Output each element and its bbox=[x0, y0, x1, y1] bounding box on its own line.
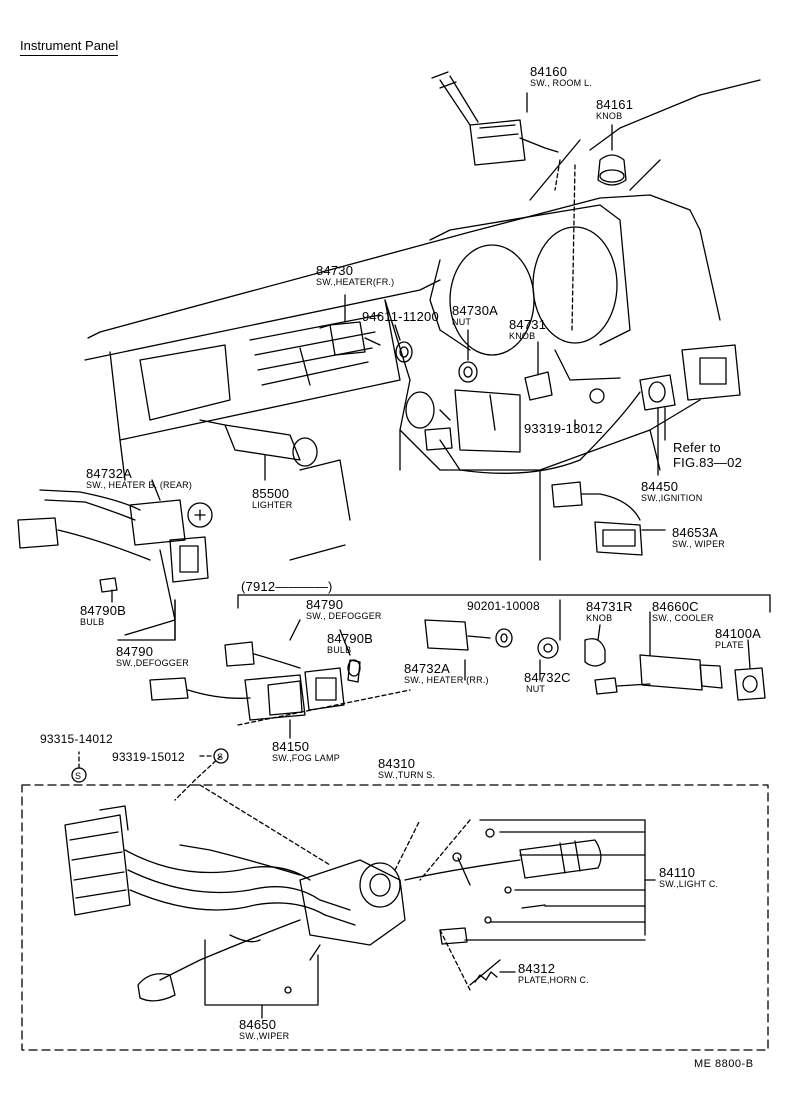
bracket-line bbox=[237, 594, 771, 613]
dashed-leaders bbox=[78, 689, 411, 801]
fog-lamp-switch-drawing bbox=[149, 641, 361, 721]
turn-switch-box bbox=[21, 784, 769, 1051]
leader-lines bbox=[554, 159, 576, 331]
combination-switch-drawing bbox=[64, 805, 602, 1002]
room-lamp-switch-drawing bbox=[431, 71, 559, 166]
bracket-label: (7912————) bbox=[241, 579, 333, 594]
diagram-code: ME 8800-B bbox=[694, 1058, 754, 1070]
page-title: Instrument Panel bbox=[20, 38, 119, 56]
upper-leaders bbox=[111, 92, 751, 739]
label-93319-13012: 93319-13012 bbox=[524, 421, 603, 436]
dashboard-outline bbox=[84, 79, 761, 561]
heater-rr-switch-drawing bbox=[424, 619, 606, 667]
label-90201-10008: 90201-10008 bbox=[467, 599, 540, 613]
label-93319-15012: 93319-15012 bbox=[112, 750, 185, 764]
label-94611-11200: 94611-11200 bbox=[362, 309, 439, 324]
turn-switch-leaders bbox=[204, 819, 656, 1019]
room-lamp-knob-drawing bbox=[597, 154, 627, 186]
turn-switch-dashed-leaders bbox=[199, 784, 471, 991]
lighter-drawing bbox=[187, 419, 318, 528]
label-93315-14012: 93315-14012 bbox=[40, 732, 113, 746]
wiper-switch-drawing bbox=[594, 521, 643, 556]
svg-text:S: S bbox=[75, 771, 81, 781]
ignition-switch-drawing bbox=[424, 344, 741, 521]
cooler-switch-drawing bbox=[594, 654, 766, 701]
heater-rear-switch-drawing bbox=[17, 489, 209, 641]
heater-switch-front-drawing bbox=[319, 321, 553, 401]
